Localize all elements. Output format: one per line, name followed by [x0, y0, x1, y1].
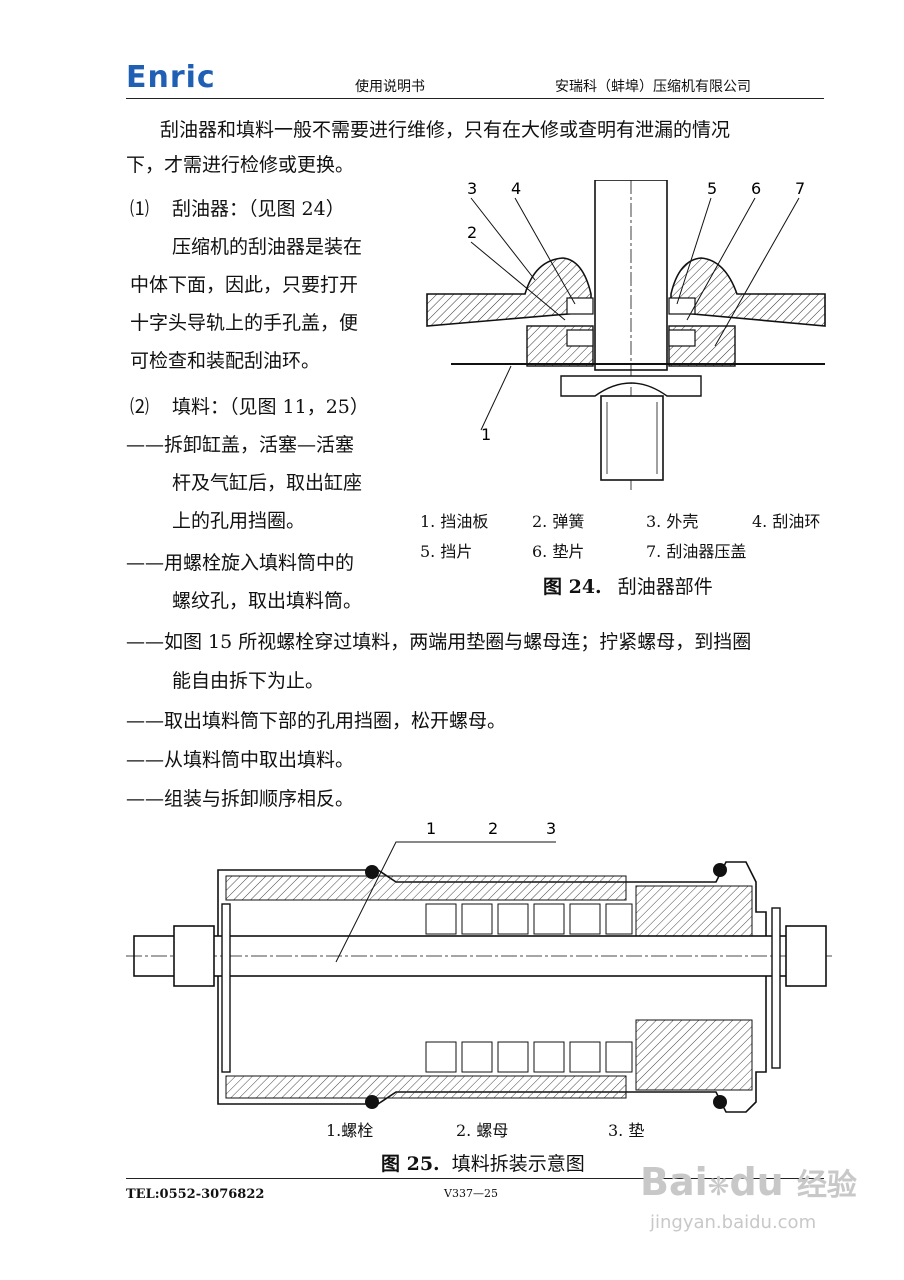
bullet-line: 螺纹孔，取出填料筒。 — [172, 590, 363, 612]
footer-page-number: V337—25 — [444, 1187, 498, 1200]
fig24-caption: 图 24. 刮油器部件 — [543, 572, 713, 599]
section-2-number: ⑵ — [130, 396, 150, 418]
fig24-caption-text: 刮油器部件 — [617, 576, 713, 598]
fig25-washer-right — [771, 907, 781, 1069]
footer-telephone: TEL:0552-3076822 — [126, 1187, 265, 1202]
section-1-title: 刮油器：（见图 24） — [172, 198, 345, 220]
fig25-packing-top — [425, 903, 633, 935]
fig24-rod-end — [600, 395, 664, 481]
bullet-line: 杆及气缸后，取出缸座 — [172, 472, 363, 494]
header-company-name: 安瑞科（蚌埠）压缩机有限公司 — [555, 79, 751, 95]
fig24-callout: 4 — [511, 180, 521, 198]
bullet-line: 上的孔用挡圈。 — [172, 510, 306, 532]
fig25-oring — [365, 1095, 379, 1109]
fig24-legend-item: 4. 刮油环 — [752, 512, 821, 531]
company-logo: Enric — [126, 60, 216, 95]
fig24-legend-item: 7. 刮油器压盖 — [646, 542, 747, 561]
fig25-caption: 图 25. 填料拆装示意图 — [381, 1149, 585, 1176]
watermark-url: jingyan.baidu.com — [650, 1212, 817, 1233]
fig25-callout: 3 — [546, 819, 556, 838]
fig24-ring-right-bottom — [668, 329, 696, 347]
watermark-brand-b: du — [729, 1160, 784, 1204]
figure-24-drawing: 1 2 3 4 5 6 7 — [426, 180, 826, 490]
bullet-line: ——组装与拆卸顺序相反。 — [126, 788, 355, 810]
footer-rule — [126, 1178, 824, 1179]
fig24-callout: 3 — [467, 180, 477, 198]
section-2-title: 填料：（见图 11，25） — [172, 396, 369, 418]
fig24-ring-right-top — [668, 297, 696, 315]
watermark-logo: Bai❋du 经验 — [640, 1160, 857, 1204]
fig25-oring — [713, 1095, 727, 1109]
fig25-oring — [365, 865, 379, 879]
fig25-end-bottom — [635, 1019, 753, 1091]
fig24-caption-label: 图 24. — [543, 576, 602, 598]
fig24-legend-item: 3. 外壳 — [646, 512, 699, 531]
fig24-legend-item: 5. 挡片 — [420, 542, 473, 561]
fig25-nut-left — [173, 925, 215, 987]
fig24-ring-left-top — [566, 297, 594, 315]
intro-line-2: 下，才需进行检修或更换。 — [126, 154, 355, 176]
section-1-para-line: 可检查和装配刮油环。 — [130, 350, 321, 372]
fig24-legend-item: 2. 弹簧 — [532, 512, 585, 531]
fig25-washer-left — [221, 903, 231, 1073]
fig25-caption-label: 图 25. — [381, 1153, 440, 1175]
fig25-caption-text: 填料拆装示意图 — [451, 1153, 585, 1175]
intro-line-1: 刮油器和填料一般不需要进行维修，只有在大修或查明有泄漏的情况 — [160, 119, 731, 141]
figure-25-drawing: 1 2 3 — [126, 819, 832, 1113]
fig25-legend-item: 1.螺栓 — [326, 1121, 374, 1140]
bullet-line: 能自由拆下为止。 — [172, 670, 325, 692]
fig24-crosshead — [560, 375, 702, 397]
fig24-callout: 7 — [795, 180, 805, 198]
section-1-number: ⑴ — [130, 198, 150, 220]
fig24-callout: 6 — [751, 180, 761, 198]
fig24-legend-item: 1. 挡油板 — [420, 512, 489, 531]
watermark-brand-c: 经验 — [796, 1168, 857, 1203]
fig24-ring-left-bottom — [566, 329, 594, 347]
section-1-para-line: 中体下面，因此，只要打开 — [130, 274, 359, 296]
fig25-callout: 1 — [426, 819, 436, 838]
header-doc-title: 使用说明书 — [355, 79, 425, 95]
header-rule — [126, 98, 824, 99]
watermark-brand-a: Bai — [640, 1160, 708, 1204]
fig25-legend-item: 3. 垫 — [608, 1121, 645, 1140]
fig25-wall-bottom — [225, 1075, 627, 1099]
bullet-line: ——如图 15 所视螺栓穿过填料，两端用垫圈与螺母连；拧紧螺母，到挡圈 — [126, 631, 752, 653]
section-1-para-line: 十字头导轨上的手孔盖，便 — [130, 312, 359, 334]
fig25-wall-top — [225, 875, 627, 901]
bullet-line: ——取出填料筒下部的孔用挡圈，松开螺母。 — [126, 710, 507, 732]
fig25-callout: 2 — [488, 819, 498, 838]
fig24-callout: 2 — [467, 223, 477, 242]
fig25-oring — [713, 863, 727, 877]
fig25-legend-item: 2. 螺母 — [456, 1121, 509, 1140]
section-1-para-line: 压缩机的刮油器是装在 — [172, 236, 363, 258]
fig24-frame-right — [670, 257, 826, 327]
bullet-line: ——用螺栓旋入填料筒中的 — [126, 552, 355, 574]
bullet-line: ——拆卸缸盖，活塞—活塞 — [126, 434, 355, 456]
fig25-nut-right — [785, 925, 827, 987]
fig24-frame-left — [426, 257, 592, 327]
fig25-packing-bottom — [425, 1041, 633, 1073]
bullet-line: ——从填料筒中取出填料。 — [126, 749, 355, 771]
fig24-callout: 1 — [481, 425, 491, 444]
fig24-legend-item: 6. 垫片 — [532, 542, 585, 561]
fig24-callout: 5 — [707, 180, 717, 198]
paw-icon: ❋ — [707, 1172, 730, 1202]
